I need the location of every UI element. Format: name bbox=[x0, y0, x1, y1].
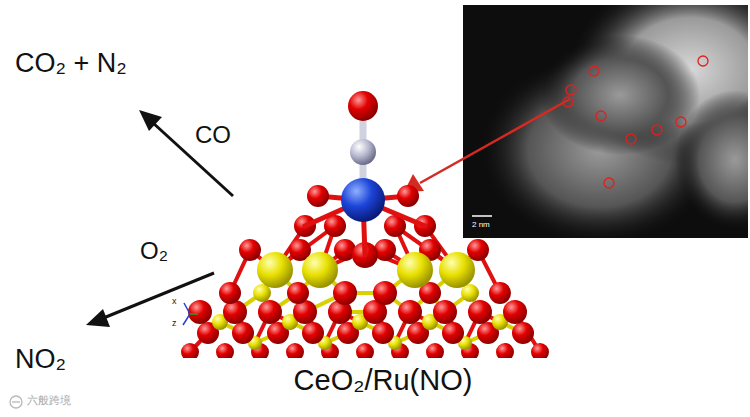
tem-image-part bbox=[675, 90, 748, 230]
reaction-arrow bbox=[86, 273, 214, 327]
axis-triad bbox=[183, 303, 198, 325]
reaction-arrow bbox=[139, 110, 233, 196]
atom-markers-part bbox=[589, 66, 599, 76]
reactant-label: O₂ bbox=[140, 237, 168, 265]
oxygen-atoms-part bbox=[496, 343, 514, 358]
oxygen-atoms-part bbox=[512, 322, 534, 344]
oxygen-atoms-part bbox=[503, 300, 527, 324]
oxygen-atoms-part bbox=[531, 343, 549, 358]
product-label: NO₂ bbox=[15, 344, 66, 375]
oxygen-atoms-part bbox=[287, 282, 309, 304]
oxygen-atoms-part bbox=[433, 300, 457, 324]
watermark: 六般跨境 bbox=[27, 394, 71, 407]
oxygen-atoms-part bbox=[373, 281, 397, 305]
oxygen-atoms-part bbox=[286, 343, 304, 358]
pointer-arrow bbox=[404, 99, 570, 192]
oxygen-atoms-part bbox=[442, 322, 464, 344]
oxygen-atoms-part bbox=[333, 281, 357, 305]
oxygen-atoms-part bbox=[188, 300, 212, 324]
ru-no-site-part bbox=[397, 185, 419, 207]
atom-markers-part bbox=[676, 117, 686, 127]
axis-label: z bbox=[172, 318, 177, 328]
atom-markers bbox=[563, 56, 708, 188]
product-label: CO₂ + N₂ bbox=[15, 48, 127, 79]
ru-no-site-part bbox=[348, 91, 378, 121]
oxygen-atoms-part bbox=[372, 322, 394, 344]
scale-bar bbox=[472, 215, 492, 217]
tem-image bbox=[463, 5, 748, 238]
reaction-arrow-part bbox=[152, 122, 233, 196]
catalyst-label: CeO₂/Ru(NO) bbox=[294, 364, 473, 397]
oxygen-atoms-part bbox=[239, 239, 261, 261]
axis-triad-part bbox=[184, 303, 190, 314]
oxygen-atoms-part bbox=[232, 322, 254, 344]
cerium-atoms bbox=[212, 314, 508, 330]
axis-triad-part bbox=[190, 313, 198, 315]
cerium-atoms-part bbox=[257, 252, 293, 288]
oxygen-atoms bbox=[188, 281, 527, 324]
oxygen-atoms-part bbox=[467, 239, 489, 261]
scale-bar-label: 2 nm bbox=[472, 220, 490, 229]
cerium-atoms-part bbox=[439, 252, 475, 288]
oxygen-atoms-part bbox=[216, 343, 234, 358]
reaction-arrow-part bbox=[86, 309, 110, 327]
watermark-logo bbox=[10, 396, 22, 408]
oxygen-atoms-part bbox=[489, 282, 511, 304]
oxygen-atoms-part bbox=[468, 300, 492, 324]
oxygen-atoms-part bbox=[398, 300, 422, 324]
atom-markers-part bbox=[626, 134, 636, 144]
axis-triad-part bbox=[183, 314, 190, 325]
reaction-arrow-part bbox=[139, 110, 162, 131]
oxygen-atoms bbox=[181, 343, 549, 358]
pointer-arrow-part bbox=[420, 99, 570, 183]
oxygen-atoms-part bbox=[258, 300, 282, 324]
ru-no-site-part bbox=[307, 185, 329, 207]
atom-markers-part bbox=[566, 85, 576, 95]
ru-no-site bbox=[305, 91, 425, 255]
ru-no-site-part bbox=[350, 139, 376, 165]
oxygen-atoms-part bbox=[181, 343, 199, 358]
cerium-atoms bbox=[253, 284, 479, 302]
axis-label: x bbox=[172, 296, 177, 306]
cerium-atoms-part bbox=[397, 252, 433, 288]
atom-markers-part bbox=[596, 111, 606, 121]
oxygen-atoms-part bbox=[356, 343, 374, 358]
atom-markers-part bbox=[652, 125, 662, 135]
atom-markers-part bbox=[604, 178, 614, 188]
atom-markers-part bbox=[698, 56, 708, 66]
cerium-atoms-part bbox=[302, 252, 338, 288]
watermark-logo-part bbox=[12, 401, 20, 402]
oxygen-atoms-part bbox=[223, 300, 247, 324]
oxygen-atoms-part bbox=[426, 343, 444, 358]
reactant-label: CO bbox=[195, 121, 231, 149]
ru-no-site-part bbox=[341, 178, 385, 222]
watermark-logo-part bbox=[10, 396, 22, 408]
oxygen-atoms-part bbox=[219, 282, 241, 304]
oxygen-atoms-part bbox=[302, 322, 324, 344]
tem-image-part bbox=[540, 35, 700, 155]
